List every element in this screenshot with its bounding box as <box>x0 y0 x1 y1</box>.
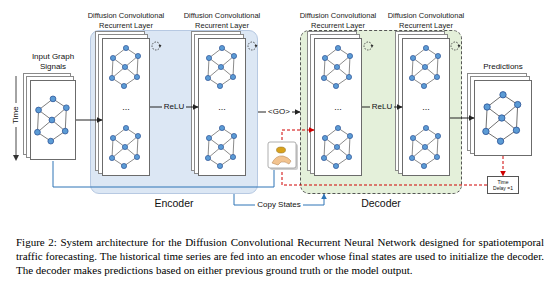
graph-icon <box>321 125 352 168</box>
recurrence-arrowhead <box>458 45 461 48</box>
graph-icon <box>35 96 70 144</box>
delay-label: Time Delay =1 <box>491 179 515 191</box>
recurrence-loop <box>451 42 459 50</box>
recurrence-arrowhead <box>159 45 162 48</box>
caption-box: Figure 2: System architecture for the Di… <box>16 235 544 277</box>
graph-icon <box>109 125 140 168</box>
axis-label: Time <box>11 106 21 123</box>
layer-heading: Diffusion Convolutional Recurrent Layer <box>180 11 264 30</box>
coin-box <box>268 142 296 168</box>
panel-label: Decoder <box>361 197 401 209</box>
layer-heading: Diffusion Convolutional Recurrent Layer <box>84 11 168 30</box>
ellipsis: ... <box>334 102 342 112</box>
graph-icon <box>205 125 236 168</box>
ellipsis: ... <box>218 102 226 112</box>
recurrence-arrowhead <box>255 45 258 48</box>
edge-label: ReLU <box>370 102 394 112</box>
graph-icon <box>409 45 440 88</box>
ellipsis: ... <box>422 102 430 112</box>
recurrence-loop <box>248 42 256 50</box>
connector-arrow <box>450 118 474 119</box>
time-axis-line <box>16 76 17 103</box>
stack-label: Predictions <box>468 62 538 72</box>
module-panel: EncoderDiffusion Convolutional Recurrent… <box>90 30 258 194</box>
recurrent-layer: Diffusion Convolutional Recurrent Layer.… <box>314 38 362 176</box>
recurrence-arrowhead <box>371 45 374 48</box>
label-layer: TimeReLU<GO>Copy StatesReLU <box>0 0 559 50</box>
figure-caption: Figure 2: System architecture for the Di… <box>16 235 544 277</box>
module-panel: DecoderDiffusion Convolutional Recurrent… <box>300 30 462 194</box>
edge-label: ReLU <box>162 102 186 112</box>
graph-icon <box>321 45 352 88</box>
graph-icon <box>205 45 236 88</box>
connector-arrow <box>76 120 102 121</box>
stack-label: Input Graph Signals <box>25 52 81 71</box>
graph-signal-stack: Input Graph Signals <box>30 80 76 160</box>
delay-box: Time Delay =1 <box>487 176 519 194</box>
recurrent-layer: Diffusion Convolutional Recurrent Layer.… <box>402 38 450 176</box>
recurrent-layer: Diffusion Convolutional Recurrent Layer.… <box>198 38 246 176</box>
ellipsis: ... <box>122 102 130 112</box>
coin-icon <box>277 147 286 153</box>
graph-icon <box>483 92 521 145</box>
time-axis-line <box>16 127 17 155</box>
layer-heading: Diffusion Convolutional Recurrent Layer <box>296 11 380 30</box>
graph-icon <box>409 125 440 168</box>
edge-label: <GO> <box>266 107 292 117</box>
coin-box-shadow <box>270 144 298 170</box>
graph-signal-stack: Predictions <box>474 80 532 156</box>
recurrence-loop <box>152 42 160 50</box>
connector-arrow <box>282 130 487 185</box>
edge-label: Copy States <box>255 200 303 210</box>
panel-label: Encoder <box>154 197 193 209</box>
time-axis-arrowhead <box>13 155 19 161</box>
graph-icon <box>109 45 140 88</box>
ground-truth-line <box>53 161 274 187</box>
layer-heading: Diffusion Convolutional Recurrent Layer <box>384 11 468 30</box>
recurrent-layer: Diffusion Convolutional Recurrent Layer.… <box>102 38 150 176</box>
hand-icon <box>272 156 291 165</box>
connector-arrow <box>503 156 504 176</box>
recurrence-loop <box>364 42 372 50</box>
